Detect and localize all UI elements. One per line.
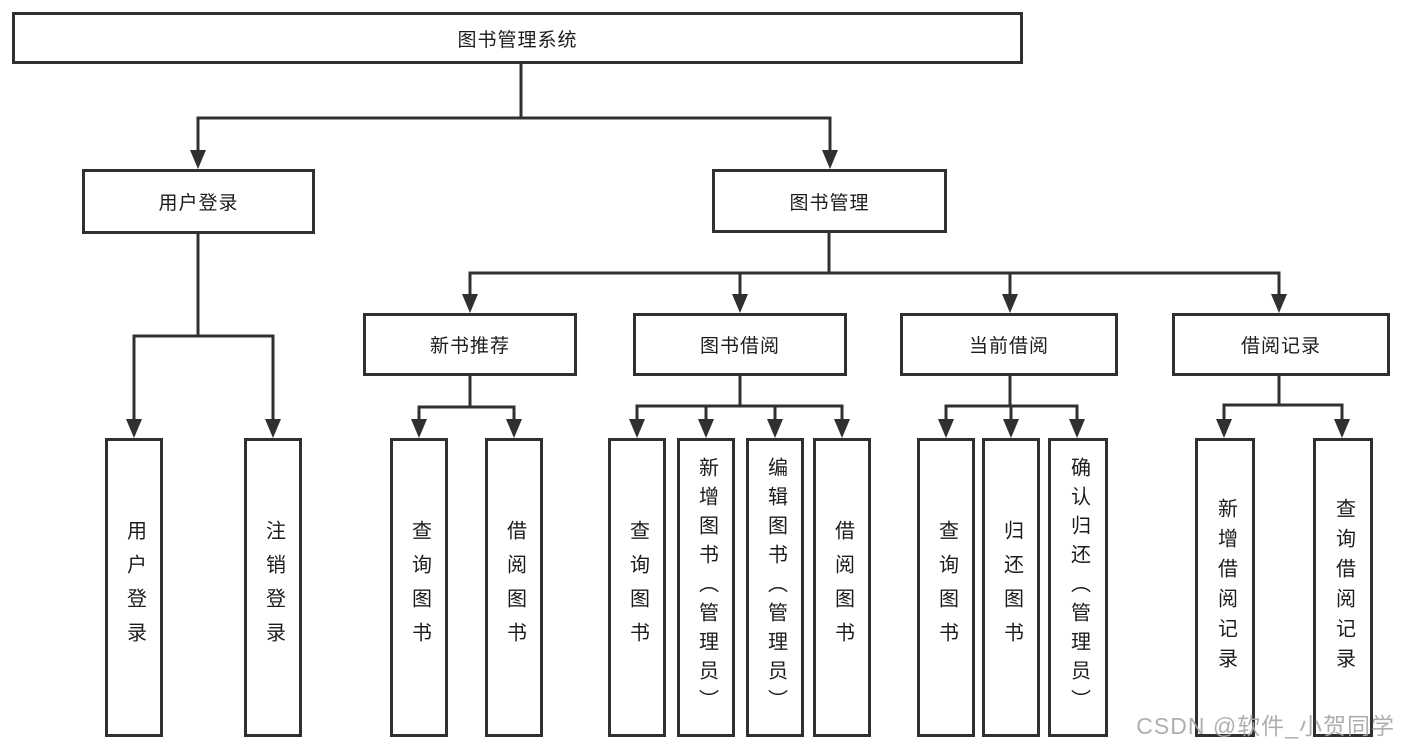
leaf-query-books-borrowing: 查询图书 <box>608 438 666 737</box>
node-borrowing-records: 借阅记录 <box>1172 313 1390 376</box>
node-book-management: 图书管理 <box>712 169 947 233</box>
node-current-borrowing: 当前借阅 <box>900 313 1118 376</box>
leaf-edit-book-admin-label: 编辑图书（管理员） <box>764 457 787 718</box>
node-new-book-recommendation: 新书推荐 <box>363 313 577 376</box>
leaf-query-books-borrowing-label: 查询图书 <box>626 519 649 656</box>
leaf-confirm-return-admin: 确认归还（管理员） <box>1048 438 1108 737</box>
leaf-return-books-label: 归还图书 <box>1000 519 1023 656</box>
leaf-borrow-books-borrowing: 借阅图书 <box>813 438 871 737</box>
node-book-borrowing: 图书借阅 <box>633 313 847 376</box>
leaf-user-login-label: 用户登录 <box>123 519 146 656</box>
leaf-add-borrow-record: 新增借阅记录 <box>1195 438 1255 737</box>
leaf-borrow-books-borrowing-label: 借阅图书 <box>831 519 854 656</box>
node-root: 图书管理系统 <box>12 12 1023 64</box>
leaf-user-login: 用户登录 <box>105 438 163 737</box>
leaf-confirm-return-admin-label: 确认归还（管理员） <box>1067 457 1090 718</box>
leaf-add-borrow-record-label: 新增借阅记录 <box>1214 497 1237 678</box>
leaf-add-book-admin-label: 新增图书（管理员） <box>695 457 718 718</box>
node-user-login: 用户登录 <box>82 169 315 234</box>
leaf-query-borrow-record-label: 查询借阅记录 <box>1332 497 1355 678</box>
leaf-logout-login: 注销登录 <box>244 438 302 737</box>
leaf-query-books-current-label: 查询图书 <box>935 519 958 656</box>
leaf-edit-book-admin: 编辑图书（管理员） <box>746 438 804 737</box>
leaf-query-borrow-record: 查询借阅记录 <box>1313 438 1373 737</box>
leaf-return-books: 归还图书 <box>982 438 1040 737</box>
leaf-query-books-current: 查询图书 <box>917 438 975 737</box>
leaf-query-books-recommend-label: 查询图书 <box>408 519 431 656</box>
leaf-borrow-books-recommend-label: 借阅图书 <box>503 519 526 656</box>
leaf-add-book-admin: 新增图书（管理员） <box>677 438 735 737</box>
arrowheads <box>126 150 1350 438</box>
leaf-logout-login-label: 注销登录 <box>262 519 285 656</box>
leaf-query-books-recommend: 查询图书 <box>390 438 448 737</box>
leaf-borrow-books-recommend: 借阅图书 <box>485 438 543 737</box>
